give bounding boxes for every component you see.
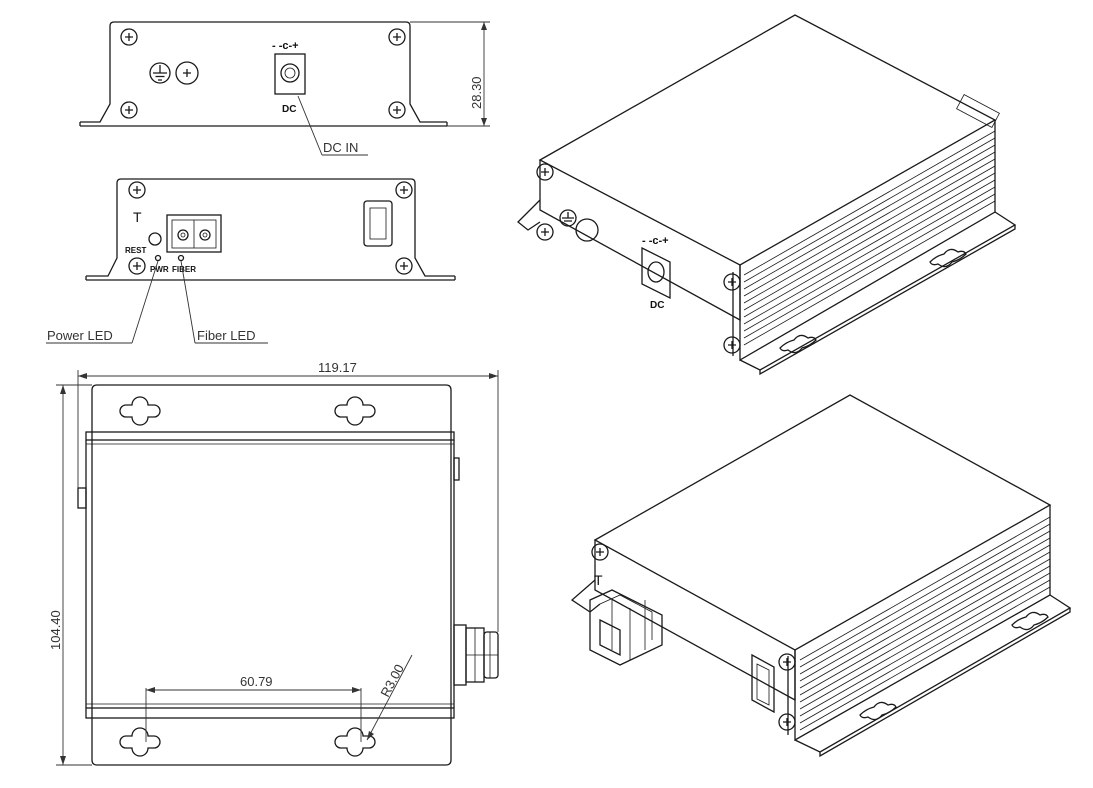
ground-icon — [149, 62, 171, 84]
mounting-slot — [779, 334, 817, 354]
mounting-slot — [334, 396, 376, 426]
mounting-slot — [929, 248, 967, 268]
screw-icon — [388, 28, 406, 46]
cooling-fins — [799, 516, 1051, 731]
power-led — [154, 254, 162, 262]
ground-screw-icon — [175, 61, 199, 85]
dc-polarity-label: - -c-+ — [642, 235, 669, 247]
mounting-slot — [334, 727, 376, 757]
sfp-connector — [453, 624, 499, 686]
screw-icon — [128, 181, 146, 199]
t-mark: T — [594, 572, 603, 588]
power-led-callout: Power LED — [46, 260, 159, 344]
mounting-slot — [119, 396, 161, 426]
front-view: - -c-+ DC 28.30 DC IN — [79, 21, 490, 156]
dc-jack — [641, 246, 671, 300]
dc-jack — [274, 53, 306, 95]
width-dimension: 119.17 — [77, 360, 499, 632]
power-led-label: Power LED — [47, 328, 113, 343]
screw-icon — [120, 101, 138, 119]
screw-icon — [128, 257, 146, 275]
iso-rear-view: T — [570, 394, 1072, 758]
screw-icon — [778, 713, 796, 731]
rest-label: REST — [125, 246, 146, 255]
hole-spacing-dimension: 60.79 — [145, 674, 362, 742]
screw-icon — [778, 653, 796, 671]
sfp-module — [589, 589, 663, 666]
screw-icon — [395, 257, 413, 275]
mounting-slot — [119, 727, 161, 757]
depth-dimension: 104.40 — [48, 384, 92, 766]
ground-screw-icon — [575, 218, 599, 242]
radius-leader: R3.00 — [366, 654, 413, 741]
fiber-port — [166, 214, 222, 253]
radius-value: R3.00 — [377, 662, 407, 700]
usb-port — [751, 653, 775, 714]
dc-in-label: DC IN — [323, 140, 358, 155]
height-dimension: 28.30 — [410, 21, 490, 127]
t-mark: T — [133, 209, 142, 225]
dc-label: DC — [282, 104, 296, 115]
screw-icon — [120, 28, 138, 46]
dc-polarity-label: - -c-+ — [272, 40, 299, 52]
screw-icon — [388, 101, 406, 119]
fiber-led-callout: Fiber LED — [180, 260, 268, 344]
mounting-slot — [859, 701, 897, 721]
pwr-label: PWR — [150, 265, 169, 274]
width-dimension-value: 119.17 — [318, 360, 357, 375]
dc-in-callout: DC IN — [297, 95, 368, 156]
usb-port — [363, 200, 393, 247]
hole-spacing-value: 60.79 — [240, 674, 273, 689]
fiber-led-label: Fiber LED — [197, 328, 256, 343]
ground-icon — [559, 209, 577, 227]
iso-front-view: - -c-+ DC — [517, 14, 1017, 376]
top-view: 119.17 104.40 60.79 R3.00 — [48, 360, 499, 766]
screw-icon — [723, 336, 741, 354]
screw-icon — [395, 181, 413, 199]
rear-view: T REST PWR FIBER Power LED — [46, 178, 456, 344]
reset-button — [148, 232, 162, 246]
screw-icon — [536, 223, 554, 241]
dc-label: DC — [650, 300, 664, 311]
cooling-fins — [743, 130, 996, 346]
screw-icon — [723, 273, 741, 291]
height-dimension-value: 28.30 — [469, 76, 484, 109]
fiber-label: FIBER — [172, 265, 196, 274]
depth-dimension-value: 104.40 — [48, 610, 63, 650]
fiber-led — [177, 254, 185, 262]
mounting-slot — [1011, 611, 1049, 631]
